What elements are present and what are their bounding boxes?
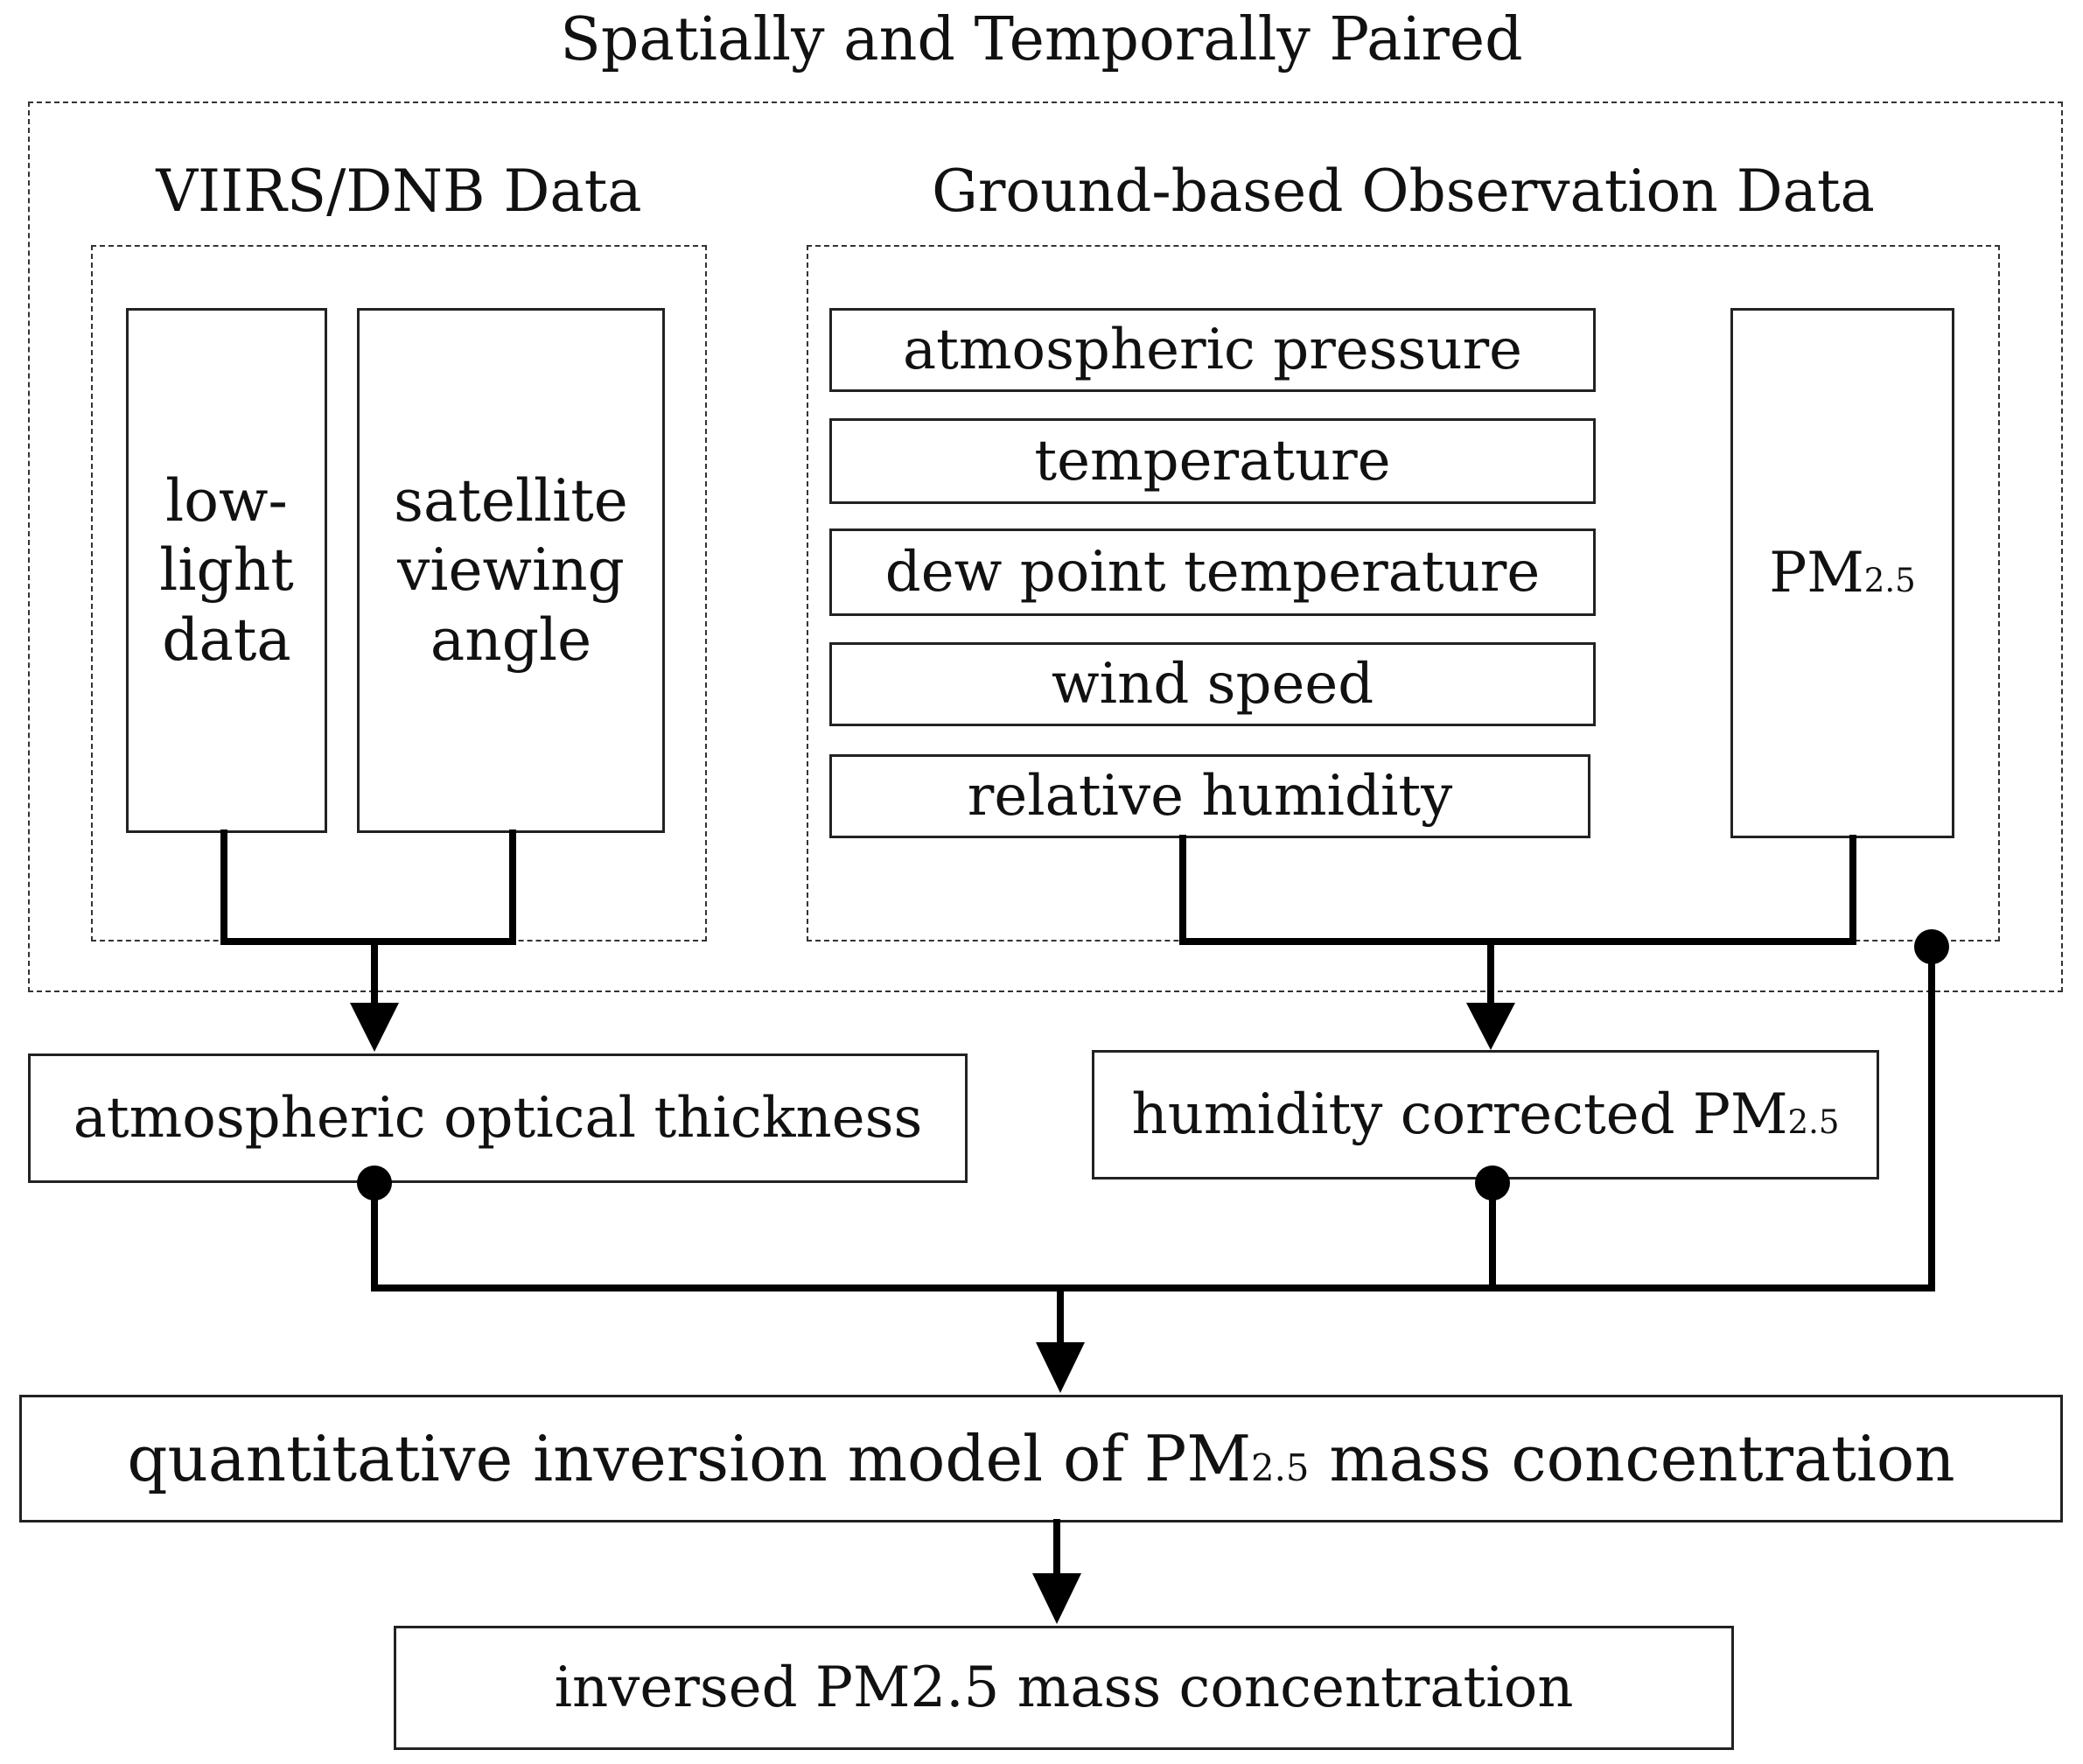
viirs-merge-line [220,830,516,945]
arrowhead-output [1032,1573,1081,1624]
low-light-line-2: light [159,536,294,605]
wind-speed-box: wind speed [829,642,1596,726]
relative-humidity-box: relative humidity [829,754,1590,838]
pm25-box: PM2.5 [1730,308,1954,838]
inversion-model-box: quantitative inversion model of PM2.5 ma… [19,1395,2063,1522]
atmospheric-pressure-box: atmospheric pressure [829,308,1596,392]
paired-region [28,102,2063,992]
dot-aot [357,1166,392,1200]
arrowhead-aot [350,1003,399,1052]
humidity-corrected-pm25-label: humidity corrected PM2.5 [1131,1082,1840,1147]
dot-humidity [1475,1166,1510,1200]
inversion-model-label: quantitative inversion model of PM2.5 ma… [127,1422,1955,1495]
arrowhead-humidity [1466,1003,1515,1050]
arrowhead-model [1036,1342,1085,1393]
pm25-label: PM2.5 [1769,541,1916,606]
low-light-line-3: data [162,606,291,674]
atmospheric-optical-thickness-box: atmospheric optical thickness [28,1054,968,1183]
outer-label: Spatially and Temporally Paired [560,5,1523,74]
viewing-angle-line-2: viewing [397,536,625,605]
viewing-angle-line-3: angle [430,606,592,674]
inversed-pm25-box: inversed PM2.5 mass concentration [394,1626,1734,1750]
satellite-viewing-angle-box: satellite viewing angle [357,308,665,833]
dew-point-temperature-box: dew point temperature [829,528,1596,616]
viewing-angle-line-1: satellite [394,467,628,536]
dot-pm25 [1914,929,1949,964]
ground-merge-line [1179,835,1856,945]
low-light-line-1: low- [165,467,288,536]
ground-title: Ground-based Observation Data [932,158,1875,225]
temperature-box: temperature [829,418,1596,504]
humidity-corrected-pm25-box: humidity corrected PM2.5 [1092,1050,1879,1180]
viirs-title: VIIRS/DNB Data [156,158,642,225]
